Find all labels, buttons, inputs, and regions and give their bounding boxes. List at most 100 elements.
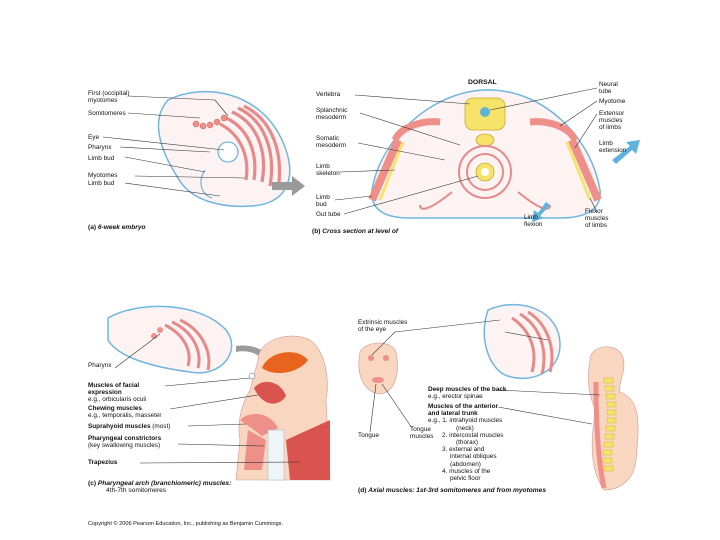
face-drawing — [358, 342, 398, 395]
label-constrictors-note: (key swallowing muscles) — [88, 442, 161, 450]
label-deep-back-line1: Deep muscles of the back — [428, 386, 507, 393]
label-somatic-line2: mesoderm — [316, 142, 347, 150]
label-trapezius: Trapezius — [88, 459, 118, 466]
limb-flexion-arrow — [532, 202, 550, 222]
label-dorsal: DORSAL — [468, 79, 497, 86]
label-extensor-line1: Extensor — [599, 110, 625, 117]
label-first-occipital-line1: First (occipital) — [88, 90, 130, 97]
label-facial-line1: Muscles of facial — [88, 382, 140, 389]
label-constrictors-line1: Pharyngeal constrictors — [88, 435, 162, 442]
label-limb-extension-line1: Limb — [599, 140, 613, 147]
label-myotomes: Myotomes — [88, 172, 118, 179]
label-neural-tube-line1: Neural — [599, 81, 618, 88]
caption-a: (a) 6-week embryo — [88, 224, 146, 231]
label-limb-bud-b-line1: Limb — [316, 194, 330, 201]
label-chewing-example: e.g., temporalis, masseter — [88, 412, 162, 420]
label-gut-tube: Gut tube — [316, 211, 341, 218]
label-extrinsic-line2: of the eye — [358, 326, 387, 334]
label-extensor-muscles: Extensor muscles of limbs — [599, 110, 624, 132]
label-tongue-muscles: Tongue muscles — [410, 426, 433, 440]
label-extensor-line2: muscles — [599, 117, 623, 125]
label-tongue-muscles-line2: muscles — [410, 433, 434, 441]
label-list-3a: 3. external and — [442, 446, 485, 454]
label-limb-extension: Limb extension — [599, 140, 626, 154]
label-pharynx-c: Pharynx — [88, 362, 112, 369]
label-anterior-line1: Muscles of the anterior — [428, 403, 498, 410]
caption-d-text: Axial muscles: 1st-3rd somitomeres and f… — [368, 487, 546, 494]
cross-section-drawing — [368, 89, 602, 219]
label-limb-skeleton: Limb skeleton — [316, 163, 340, 177]
label-limb-flexion-line1: Limb — [524, 214, 538, 221]
label-limb-bud-b: Limb bud — [316, 194, 330, 208]
caption-a-letter: (a) — [88, 224, 97, 231]
label-list-3b: internal obliques — [450, 453, 497, 461]
label-list-1b: (neck) — [456, 424, 474, 432]
label-limb-bud-b-line2: bud — [316, 201, 327, 209]
caption-c-line2: 4th-7th somitomeres — [106, 487, 167, 494]
label-facial-example: e.g., orbicularis oculi — [88, 396, 147, 404]
label-flexor-line2: muscles — [585, 215, 609, 223]
caption-d: (d) Axial muscles: 1st-3rd somitomeres a… — [358, 487, 546, 494]
label-limb-skeleton-line2: skeleton — [316, 170, 340, 178]
label-suprahyoid-text: Suprahyoid muscles — [88, 423, 151, 430]
label-somatic-line1: Somatic — [316, 135, 340, 142]
label-vertebra: Vertebra — [316, 91, 341, 98]
limb-extension-arrow — [612, 140, 640, 164]
label-list-2a: 2. intercostal muscles — [442, 431, 504, 439]
label-chewing-muscles: Chewing muscles e.g., temporalis, masset… — [88, 405, 162, 419]
caption-b-text: Cross section at level of — [322, 228, 399, 235]
caption-c-letter: (c) — [88, 480, 97, 487]
label-eye: Eye — [88, 134, 100, 141]
label-extrinsic-line1: Extrinsic muscles — [358, 319, 408, 326]
label-limb-extension-line2: extension — [599, 147, 627, 155]
label-list-2b: (thorax) — [456, 439, 479, 447]
label-flexor-line1: Flexor — [585, 208, 603, 215]
label-pharyngeal-constrictors: Pharyngeal constrictors (key swallowing … — [88, 435, 161, 449]
label-list-4a: 4. muscles of the — [442, 467, 491, 475]
head-neck-drawing — [235, 335, 331, 481]
label-facial-line2: expression — [88, 389, 122, 397]
label-chewing-line1: Chewing muscles — [88, 405, 142, 412]
label-limb-flexion-line2: flexion — [524, 221, 543, 229]
label-flexor-muscles: Flexor muscles of limbs — [585, 208, 608, 230]
label-splanchnic-line1: Splanchnic — [316, 107, 348, 114]
label-myotome: Myotome — [599, 98, 626, 105]
label-list-4b: pelvic floor — [450, 475, 481, 483]
label-somatic-mesoderm: Somatic mesoderm — [316, 135, 346, 149]
label-splanchnic-mesoderm: Splanchnic mesoderm — [316, 107, 347, 121]
label-tongue-muscles-line1: Tongue — [410, 426, 431, 433]
label-anterior-lateral-trunk: Muscles of the anterior and lateral trun… — [428, 403, 503, 482]
caption-c: (c) Pharyngeal arch (branchiomeric) musc… — [88, 480, 231, 494]
label-neural-tube-line2: tube — [599, 88, 612, 96]
arrow-a-to-b — [272, 176, 305, 196]
label-first-occipital-myotomes: First (occipital) myotomes — [88, 90, 130, 104]
copyright-notice: Copyright © 2006 Pearson Education, Inc.… — [88, 521, 284, 527]
body-drawing — [588, 346, 639, 491]
label-limb-flexion: Limb flexion — [524, 214, 542, 228]
label-pharynx-a: Pharynx — [88, 144, 112, 151]
label-list-1a: e.g., 1. intrahyoid muscles — [428, 417, 503, 425]
caption-b-letter: (b) — [312, 228, 321, 235]
caption-d-letter: (d) — [358, 487, 367, 494]
label-facial-expression: Muscles of facial expression e.g., orbic… — [88, 382, 146, 404]
embryo-drawing — [157, 90, 291, 208]
label-neural-tube: Neural tube — [599, 81, 618, 95]
label-limb-skeleton-line1: Limb — [316, 163, 330, 170]
label-extrinsic-eye-muscles: Extrinsic muscles of the eye — [358, 319, 407, 333]
embryo-head-drawing — [107, 305, 233, 374]
label-deep-back-example: e.g., erector spinae — [428, 393, 483, 401]
caption-a-text: 6-week embryo — [97, 224, 146, 231]
label-suprahyoid-note: (most) — [152, 423, 171, 430]
label-limb-bud-a1: Limb bud — [88, 155, 115, 162]
embryo-d-drawing — [483, 303, 561, 380]
label-first-occipital-line2: myotomes — [88, 97, 118, 105]
label-tongue: Tongue — [358, 432, 379, 439]
caption-c-text: Pharyngeal arch (branchiomeric) muscles: — [97, 480, 232, 487]
caption-b: (b) Cross section at level of — [312, 228, 398, 235]
label-list-3c: (abdomen) — [450, 460, 481, 468]
label-flexor-line3: of limbs — [585, 222, 608, 230]
label-anterior-line2: and lateral trunk — [428, 410, 478, 418]
label-extensor-line3: of limbs — [599, 124, 622, 132]
label-somitomeres: Somitomeres — [88, 110, 126, 117]
